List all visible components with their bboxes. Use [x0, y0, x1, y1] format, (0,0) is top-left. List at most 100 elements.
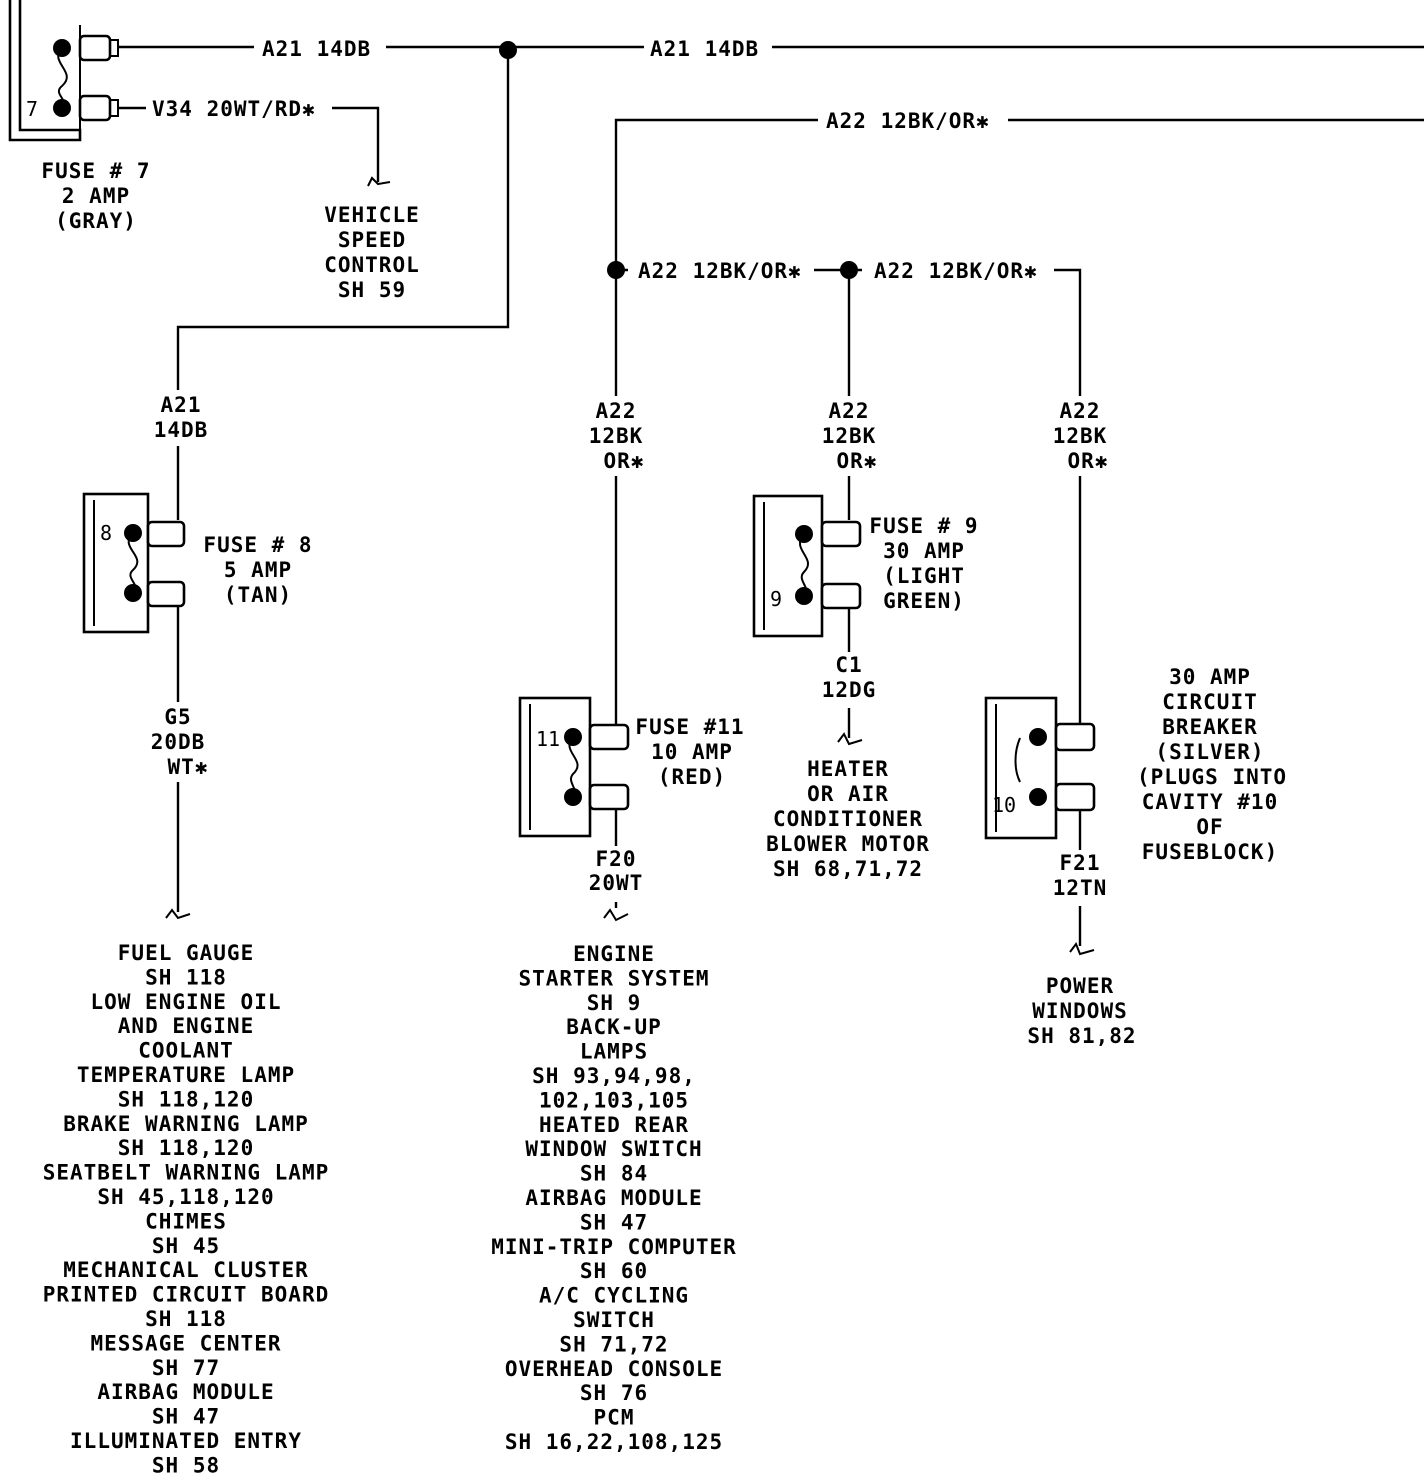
destination-line: SH 118,120 [118, 1136, 254, 1160]
connector-symbol-f20 [603, 908, 629, 922]
svg-text:OR✱: OR✱ [604, 449, 645, 473]
svg-text:(TAN): (TAN) [224, 583, 292, 607]
svg-text:A22: A22 [596, 399, 637, 423]
breaker-element [1014, 737, 1021, 783]
dest-heater-blower: HEATER OR AIR CONDITIONER BLOWER MOTOR S… [766, 757, 930, 881]
svg-text:OR✱: OR✱ [837, 449, 878, 473]
svg-text:SH 68,71,72: SH 68,71,72 [773, 857, 923, 881]
svg-text:G5: G5 [164, 705, 191, 729]
vertical-wire-labels: A21 14DB A22 12BK OR✱ A22 12BK OR✱ A22 1… [144, 390, 1120, 906]
fuse-8: 8 [82, 492, 186, 634]
svg-text:VEHICLE: VEHICLE [324, 203, 420, 227]
fuse-7: 7 [8, 0, 119, 142]
destination-line: SH 118,120 [118, 1087, 254, 1111]
destination-line: AIRBAG MODULE [525, 1186, 702, 1210]
destination-line: ILLUMINATED ENTRY [70, 1429, 302, 1453]
svg-text:30 AMP: 30 AMP [883, 539, 965, 563]
svg-text:12BK: 12BK [822, 424, 877, 448]
svg-text:30 AMP: 30 AMP [1169, 665, 1251, 689]
destination-line: SH 71,72 [559, 1332, 668, 1356]
destination-line: A/C CYCLING [539, 1284, 689, 1308]
destination-line: SH 77 [152, 1356, 220, 1380]
destination-line: BACK-UP [566, 1015, 662, 1039]
wire-a22-main [614, 118, 1424, 725]
svg-text:CAVITY #10: CAVITY #10 [1142, 790, 1278, 814]
svg-text:OR AIR: OR AIR [807, 782, 889, 806]
svg-text:CONTROL: CONTROL [324, 253, 420, 277]
wire-label-v34: V34 20WT/RD✱ [152, 97, 316, 121]
svg-text:14DB: 14DB [154, 418, 209, 442]
fuse-7-cavity: 7 [26, 97, 38, 121]
svg-text:10 AMP: 10 AMP [651, 740, 733, 764]
destination-line: WINDOW SWITCH [525, 1137, 702, 1161]
svg-text:F21: F21 [1060, 851, 1101, 875]
fuse-11-cavity: 11 [536, 727, 560, 751]
wire-label-a22-mid-2: A22 12BK/OR✱ [874, 259, 1038, 283]
destination-line: COOLANT [138, 1039, 234, 1063]
destination-line: SH 45,118,120 [97, 1185, 274, 1209]
destination-line: SH 84 [580, 1162, 648, 1186]
svg-text:CONDITIONER: CONDITIONER [773, 807, 923, 831]
splice-dot [499, 41, 517, 59]
svg-text:(SILVER): (SILVER) [1155, 740, 1264, 764]
svg-text:12TN: 12TN [1053, 876, 1108, 900]
svg-text:(RED): (RED) [658, 765, 726, 789]
wire-label-a22-vert-1: A22 12BK OR✱ [589, 399, 645, 473]
destination-line: SH 93,94,98, [532, 1064, 696, 1088]
svg-text:BREAKER: BREAKER [1162, 715, 1258, 739]
svg-text:OF: OF [1196, 815, 1223, 839]
destination-line: CHIMES [145, 1209, 227, 1233]
splice-dot [840, 261, 858, 279]
connector-symbol-c1 [837, 732, 863, 746]
destination-line: SH 118 [145, 1307, 227, 1331]
wire-label-a22-vert-2: A22 12BK OR✱ [822, 399, 878, 473]
svg-text:A21: A21 [161, 393, 202, 417]
destination-line: 102,103,105 [539, 1088, 689, 1112]
svg-text:BLOWER MOTOR: BLOWER MOTOR [766, 832, 930, 856]
connector-symbol-g5 [165, 908, 191, 920]
destination-line: SWITCH [573, 1308, 655, 1332]
splices [499, 41, 858, 279]
dest-vehicle-speed-control: VEHICLE SPEED CONTROL SH 59 [324, 203, 420, 302]
svg-text:SH 81,82: SH 81,82 [1027, 1024, 1136, 1048]
wire-label-a22-top: A22 12BK/OR✱ [826, 109, 990, 133]
wire-label-f20: F20 20WT [589, 847, 644, 895]
destination-line: AND ENGINE [118, 1014, 254, 1038]
svg-text:2 AMP: 2 AMP [62, 184, 130, 208]
wire-label-a21-1: A21 14DB [262, 37, 371, 61]
connector-symbol-v34 [367, 176, 391, 187]
fuse-9-label: FUSE # 9 30 AMP (LIGHT GREEN) [869, 514, 978, 613]
destination-line: STARTER SYSTEM [518, 966, 709, 990]
wire-label-g5: G5 20DB WT✱ [151, 705, 208, 779]
destination-line: MINI-TRIP COMPUTER [491, 1235, 737, 1259]
splice-dot [607, 261, 625, 279]
destination-line: AIRBAG MODULE [97, 1380, 274, 1404]
svg-text:(LIGHT: (LIGHT [883, 564, 965, 588]
svg-text:12BK: 12BK [1053, 424, 1108, 448]
fuse-7-body [8, 0, 82, 142]
svg-text:20WT: 20WT [589, 871, 644, 895]
destination-line: SH 16,22,108,125 [505, 1430, 723, 1454]
svg-text:HEATER: HEATER [807, 757, 889, 781]
fuse-11-label: FUSE #11 10 AMP (RED) [635, 715, 743, 789]
destination-line: SH 9 [587, 991, 642, 1015]
wire-label-a21-vert: A21 14DB [154, 393, 209, 442]
destination-line: PCM [594, 1406, 635, 1430]
destination-line: SH 45 [152, 1234, 220, 1258]
destination-line: SH 47 [152, 1405, 220, 1429]
fuse-9: 9 [752, 494, 862, 638]
destination-line: OVERHEAD CONSOLE [505, 1357, 723, 1381]
svg-text:WINDOWS: WINDOWS [1032, 999, 1128, 1023]
svg-text:12DG: 12DG [822, 678, 877, 702]
svg-text:(PLUGS INTO: (PLUGS INTO [1137, 765, 1287, 789]
connector-symbol-f21 [1069, 941, 1095, 956]
destination-line: FUEL GAUGE [118, 941, 254, 965]
svg-text:12BK: 12BK [589, 424, 644, 448]
destination-line: SH 58 [152, 1453, 220, 1477]
svg-text:FUSE # 9: FUSE # 9 [869, 514, 978, 538]
wire-label-a21-2: A21 14DB [650, 37, 759, 61]
svg-text:FUSE # 8: FUSE # 8 [203, 533, 312, 557]
